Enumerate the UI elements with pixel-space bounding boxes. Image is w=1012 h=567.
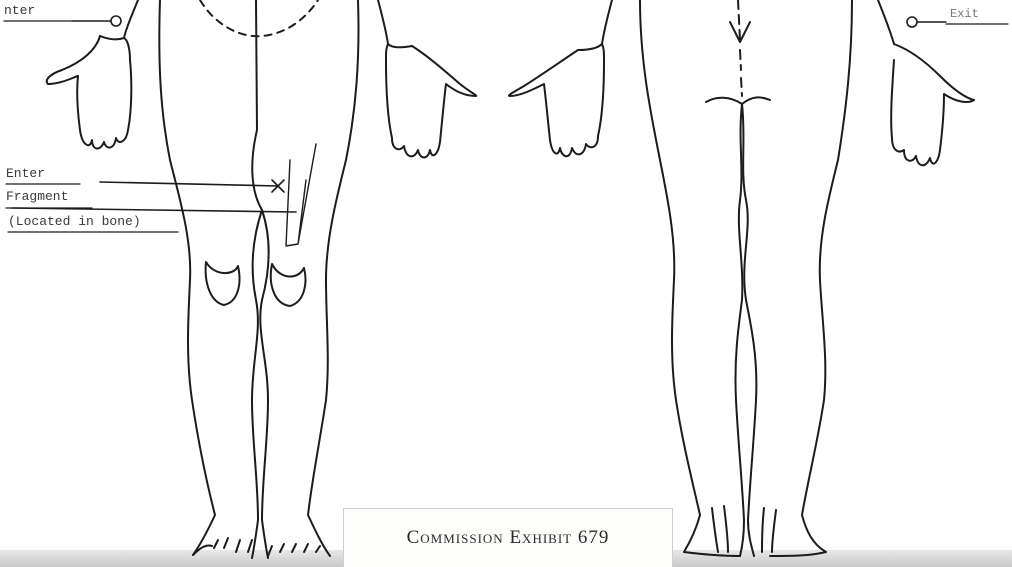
back-gluteal-fold bbox=[706, 97, 770, 104]
front-inner-left-leg bbox=[252, 210, 262, 558]
front-midline bbox=[252, 0, 262, 210]
front-abdomen-dashed-line bbox=[200, 0, 318, 36]
back-right-body-contour bbox=[770, 0, 852, 556]
fragment-location-label: (Located in bone) bbox=[8, 214, 141, 229]
front-right-toes bbox=[268, 544, 320, 556]
fragment-leader bbox=[12, 208, 296, 212]
front-left-arm bbox=[100, 0, 138, 39]
back-right-heel bbox=[762, 508, 776, 552]
front-figure bbox=[4, 0, 476, 558]
wrist-entry-label: nter bbox=[4, 3, 35, 18]
front-right-kneecap bbox=[271, 264, 306, 306]
back-inner-right-leg bbox=[742, 104, 756, 556]
front-left-kneecap bbox=[206, 262, 240, 305]
front-left-hand bbox=[47, 36, 132, 149]
back-left-arm bbox=[578, 0, 612, 50]
exhibit-title: Commission Exhibit 679 bbox=[407, 527, 610, 549]
front-right-arm bbox=[378, 0, 412, 47]
back-left-heel bbox=[712, 506, 728, 552]
back-wrist-exit-marker bbox=[907, 17, 917, 27]
front-inner-right-leg bbox=[260, 210, 268, 558]
wrist-exit-label: Exit bbox=[950, 7, 979, 21]
back-right-hand bbox=[891, 44, 974, 165]
back-left-body-contour bbox=[640, 0, 740, 556]
back-left-hand bbox=[509, 44, 604, 156]
front-right-body-contour bbox=[308, 0, 359, 556]
fragment-bone-outline bbox=[286, 144, 316, 246]
back-right-arm bbox=[878, 0, 894, 44]
thigh-entry-leader bbox=[100, 182, 278, 186]
back-figure bbox=[509, 0, 1008, 556]
front-right-hand bbox=[386, 44, 476, 158]
fragment-label: Fragment bbox=[6, 189, 68, 204]
thigh-entry-label: Enter bbox=[6, 166, 45, 181]
exhibit-caption-box: Commission Exhibit 679 bbox=[343, 508, 673, 567]
back-spine-line bbox=[738, 0, 742, 96]
front-wrist-entry-marker bbox=[111, 16, 121, 26]
